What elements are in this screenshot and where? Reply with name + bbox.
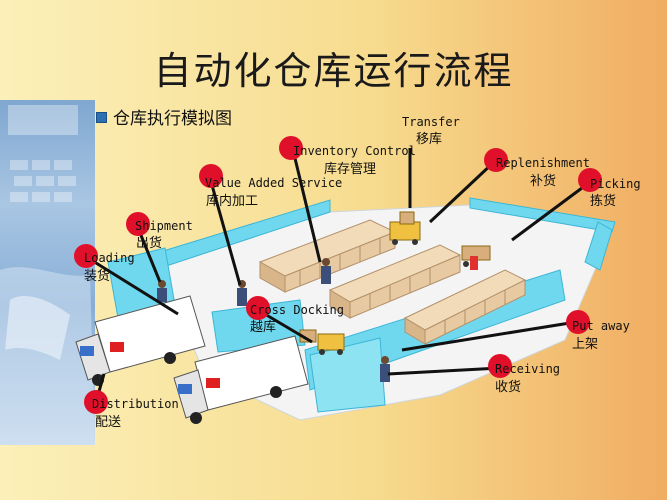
marker-value-added: [199, 164, 223, 188]
marker-shipment: [126, 212, 150, 236]
label-value-added-zh: 库内加工: [206, 193, 258, 209]
label-shipment-en: Shipment: [135, 219, 193, 233]
label-picking-zh: 拣货: [590, 193, 616, 209]
label-receiving-zh: 收货: [495, 379, 521, 395]
line-inventory: [291, 149, 322, 263]
forklift-cross-dock: [299, 329, 345, 355]
label-put-away-zh: 上架: [572, 337, 598, 352]
forklift-transfer: [389, 211, 421, 245]
worker-shipment: [157, 280, 167, 302]
marker-put-away: [566, 310, 590, 334]
pallet-rack-left: [258, 219, 397, 293]
label-value-added-en: Value Added Service: [205, 176, 342, 190]
label-cross-docking-zh: 越库: [250, 319, 276, 335]
marker-cross-docking: [246, 296, 270, 320]
line-shipment: [136, 227, 162, 283]
slide-subtitle: 仓库执行模拟图: [113, 109, 232, 129]
slide-title: 自动化仓库运行流程: [153, 49, 514, 93]
label-distribution-zh: 配送: [95, 415, 121, 430]
label-distribution-en: Distribution: [92, 397, 179, 411]
marker-distribution: [84, 390, 108, 414]
label-inventory-zh: 库存管理: [324, 161, 376, 177]
line-put-away: [401, 320, 577, 352]
label-replenishment-en: Replenishment: [496, 156, 590, 170]
wall-receiving: [309, 337, 386, 413]
marker-inventory: [279, 136, 303, 160]
step-labels: Transfer 移库 Inventory Control 库存管理 Reple…: [84, 115, 641, 430]
connector-lines: [87, 148, 591, 403]
pallet-rack-right: [403, 269, 527, 345]
line-picking: [511, 180, 591, 242]
marker-replenishment: [484, 148, 508, 172]
pallet-rack-middle: [328, 244, 462, 319]
line-value-added: [208, 177, 242, 286]
line-receiving: [387, 366, 501, 376]
label-transfer-zh: 移库: [416, 131, 442, 147]
label-picking-en: Picking: [590, 177, 641, 191]
label-replenishment-zh: 补货: [530, 173, 556, 189]
truck-distribution: [173, 335, 309, 424]
label-loading-zh: 装货: [84, 268, 110, 284]
truck-loading: [75, 295, 206, 386]
marker-picking: [578, 168, 602, 192]
worker-receiving: [380, 356, 390, 382]
worker-inventory: [321, 258, 331, 284]
marker-receiving: [488, 354, 512, 378]
label-cross-docking-en: Cross Docking: [250, 303, 344, 317]
keyboard-illustration: [0, 105, 95, 445]
bullet-icon: [96, 112, 107, 123]
line-replenishment: [428, 160, 496, 224]
wall-right: [584, 221, 613, 271]
wall-back-right: [469, 197, 616, 233]
label-inventory-en: Inventory Control: [293, 144, 416, 158]
step-markers: [74, 136, 602, 414]
label-put-away-en: Put away: [572, 319, 630, 333]
pallet-jack-picking: [461, 245, 491, 270]
label-shipment-zh: 出货: [136, 235, 162, 251]
marker-loading: [74, 244, 98, 268]
label-transfer-en: Transfer: [402, 115, 460, 129]
sidebar-keyboard-photo: [0, 100, 95, 445]
label-loading-en: Loading: [84, 251, 135, 265]
line-loading: [87, 256, 179, 316]
warehouse-diagram: Transfer 移库 Inventory Control 库存管理 Reple…: [74, 115, 641, 430]
label-receiving-en: Receiving: [495, 362, 560, 376]
